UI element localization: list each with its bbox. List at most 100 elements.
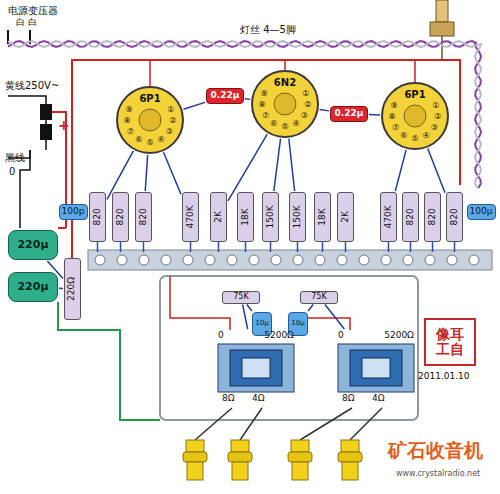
pin-number: ⑦ bbox=[392, 124, 399, 133]
ground-frame bbox=[160, 276, 418, 420]
part-value: 75K bbox=[233, 293, 248, 302]
pin-number: ③ bbox=[431, 124, 438, 133]
part-value: 2K bbox=[341, 211, 351, 223]
strip-holes bbox=[95, 255, 479, 265]
resistor: 2K bbox=[210, 192, 227, 242]
wire bbox=[163, 152, 181, 194]
filter-capacitor: 220μ bbox=[8, 272, 58, 302]
part-value: 100p bbox=[62, 207, 85, 217]
part-value: 工自 bbox=[436, 342, 464, 357]
pin-number: ⑦ bbox=[262, 112, 269, 121]
wire bbox=[183, 102, 205, 109]
resistor: 820 bbox=[135, 192, 152, 242]
part-value: 100μ bbox=[470, 207, 493, 217]
wire bbox=[243, 305, 248, 330]
wire bbox=[289, 139, 295, 191]
pin-number: ⑧ bbox=[123, 117, 130, 126]
pin-number: ② bbox=[434, 113, 441, 122]
pin-number: ⑨ bbox=[391, 102, 398, 111]
note-label: 黄线250V~ bbox=[5, 80, 59, 91]
terminal-label: 5200Ω bbox=[384, 331, 414, 341]
pin-number: ② bbox=[169, 117, 176, 126]
pin-number: ⑨ bbox=[261, 90, 268, 99]
part-value: 10μ bbox=[255, 320, 268, 328]
speaker-jacks bbox=[183, 440, 362, 480]
seal-stamp: 像耳工自 bbox=[424, 318, 476, 366]
wire bbox=[308, 305, 313, 312]
wire bbox=[145, 155, 147, 191]
resistor: 75K bbox=[300, 291, 338, 304]
part-value: 18K bbox=[241, 208, 251, 225]
pin-number: ② bbox=[304, 101, 311, 110]
pin-number: ③ bbox=[301, 112, 308, 121]
part-value: 820 bbox=[116, 208, 126, 225]
plate-wire bbox=[170, 276, 350, 330]
coupling-capacitor: 0.22μ bbox=[330, 106, 368, 122]
resistor: 150K bbox=[289, 192, 306, 242]
pin-number: ⑥ bbox=[135, 136, 142, 145]
note-label: 灯丝 4—5脚 bbox=[240, 24, 296, 35]
wire bbox=[228, 134, 267, 201]
volume-pot bbox=[430, 0, 454, 60]
terminal-label: 0 bbox=[338, 331, 344, 341]
resistor: 820 bbox=[89, 192, 106, 242]
output-transformer: 05200Ω8Ω4Ω bbox=[212, 330, 300, 408]
note-label: 矿石收音机 bbox=[388, 440, 483, 461]
part-value: 像耳 bbox=[436, 327, 464, 342]
wire bbox=[369, 114, 380, 116]
part-value: 470K bbox=[186, 205, 196, 228]
pin-number: ⑤ bbox=[411, 135, 418, 144]
pin-number: ① bbox=[302, 90, 309, 99]
resistor: 820 bbox=[446, 192, 463, 242]
capacitor: 100p bbox=[59, 204, 88, 220]
pin-number: ④ bbox=[157, 136, 164, 145]
part-value: 820 bbox=[428, 208, 438, 225]
wire bbox=[320, 109, 329, 110]
pin-number: ④ bbox=[422, 132, 429, 141]
capacitor: 100μ bbox=[467, 204, 496, 220]
resistor: 18K bbox=[314, 192, 331, 242]
note-label: www.crystalradio.net bbox=[396, 470, 480, 479]
part-value: 820 bbox=[139, 208, 149, 225]
wire bbox=[428, 149, 445, 193]
wire bbox=[274, 139, 281, 191]
output-transformer: 05200Ω8Ω4Ω bbox=[332, 330, 420, 408]
part-value: 220μ bbox=[17, 281, 48, 293]
part-value: 820 bbox=[93, 208, 103, 225]
pin-number: ⑥ bbox=[270, 120, 277, 129]
resistor: 470K bbox=[182, 192, 199, 242]
pin-number: ④ bbox=[292, 120, 299, 129]
resistor: 820 bbox=[424, 192, 441, 242]
coupling-capacitor: 0.22μ bbox=[206, 88, 244, 104]
pin-number: ⑤ bbox=[281, 123, 288, 132]
pin-number: ⑦ bbox=[127, 128, 134, 137]
note-label: 0 bbox=[9, 166, 15, 177]
b-plus-wire bbox=[72, 60, 460, 258]
part-value: 220Ω bbox=[68, 277, 78, 301]
terminal-label: 0 bbox=[218, 331, 224, 341]
terminal-label: 4Ω bbox=[372, 394, 385, 404]
wire bbox=[395, 150, 406, 191]
note-label: 电源变压器 bbox=[8, 5, 58, 16]
resistor: 470K bbox=[380, 192, 397, 242]
resistor: 820 bbox=[402, 192, 419, 242]
speaker-wire bbox=[195, 408, 382, 440]
note-label: 黑线 bbox=[5, 152, 25, 163]
part-value: 18K bbox=[318, 208, 328, 225]
resistor: 220Ω bbox=[64, 258, 81, 320]
part-value: 150K bbox=[293, 205, 303, 228]
part-value: 150K bbox=[266, 205, 276, 228]
resistor: 2K bbox=[337, 192, 354, 242]
tube-name: 6N2 bbox=[274, 77, 296, 88]
part-value: 0.22μ bbox=[335, 109, 364, 119]
tube-name: 6P1 bbox=[404, 89, 425, 100]
resistor: 150K bbox=[262, 192, 279, 242]
note-label: 2011.01.10 bbox=[418, 372, 470, 382]
part-value: 10μ bbox=[291, 320, 304, 328]
resistor: 820 bbox=[112, 192, 129, 242]
part-value: 2K bbox=[214, 211, 224, 223]
pin-number: ① bbox=[432, 102, 439, 111]
part-value: 0.22μ bbox=[211, 91, 240, 101]
wire bbox=[325, 305, 344, 330]
